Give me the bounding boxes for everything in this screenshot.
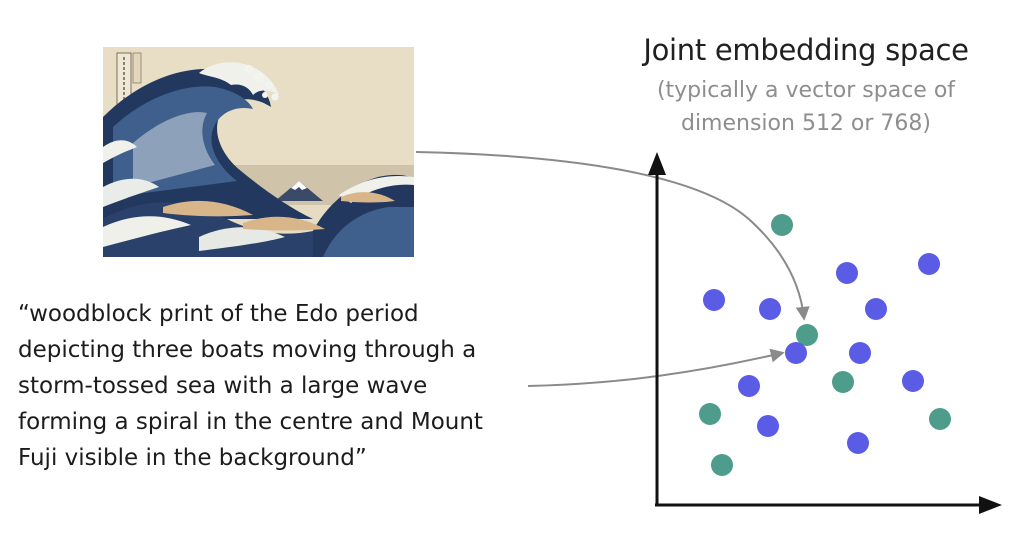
text-embedding-point xyxy=(847,432,869,454)
image-embedding-point xyxy=(771,214,793,236)
text-embedding-point xyxy=(902,370,924,392)
image-to-embedding-arrow xyxy=(415,151,810,321)
x-axis-arrowhead-icon xyxy=(979,496,1002,514)
caption-line: storm-tossed sea with a large wave xyxy=(18,373,428,399)
text-embedding-point xyxy=(836,262,858,284)
space-title: Joint embedding space xyxy=(643,33,969,67)
great-wave-print-icon xyxy=(103,47,414,257)
image-embedding-point xyxy=(796,324,818,346)
space-subtitle-line: dimension 512 or 768) xyxy=(680,111,931,136)
text-embedding-point xyxy=(849,342,871,364)
caption-line: Fuji visible in the background” xyxy=(18,445,367,471)
image-embedding-point xyxy=(711,454,733,476)
image-embedding-point xyxy=(929,408,951,430)
y-axis-arrowhead-icon xyxy=(648,152,666,175)
image-embedding-point xyxy=(699,403,721,425)
caption-line: forming a spiral in the centre and Mount xyxy=(18,409,483,435)
text-embedding-point xyxy=(918,253,940,275)
space-subtitle: (typically a vector space of dimension 5… xyxy=(596,74,1016,140)
text-embedding-point xyxy=(759,298,781,320)
text-embedding-point xyxy=(738,375,760,397)
caption-to-embedding-arrow xyxy=(527,348,785,387)
text-embedding-point xyxy=(785,342,807,364)
image-embedding-point xyxy=(832,371,854,393)
caption-line: “woodblock print of the Edo period xyxy=(18,301,419,327)
text-embedding-point xyxy=(757,415,779,437)
image-caption: “woodblock print of the Edo period depic… xyxy=(18,296,538,476)
text-embedding-point xyxy=(865,298,887,320)
text-embedding-point xyxy=(703,289,725,311)
space-subtitle-line: (typically a vector space of xyxy=(656,78,956,103)
caption-line: depicting three boats moving through a xyxy=(18,337,477,363)
